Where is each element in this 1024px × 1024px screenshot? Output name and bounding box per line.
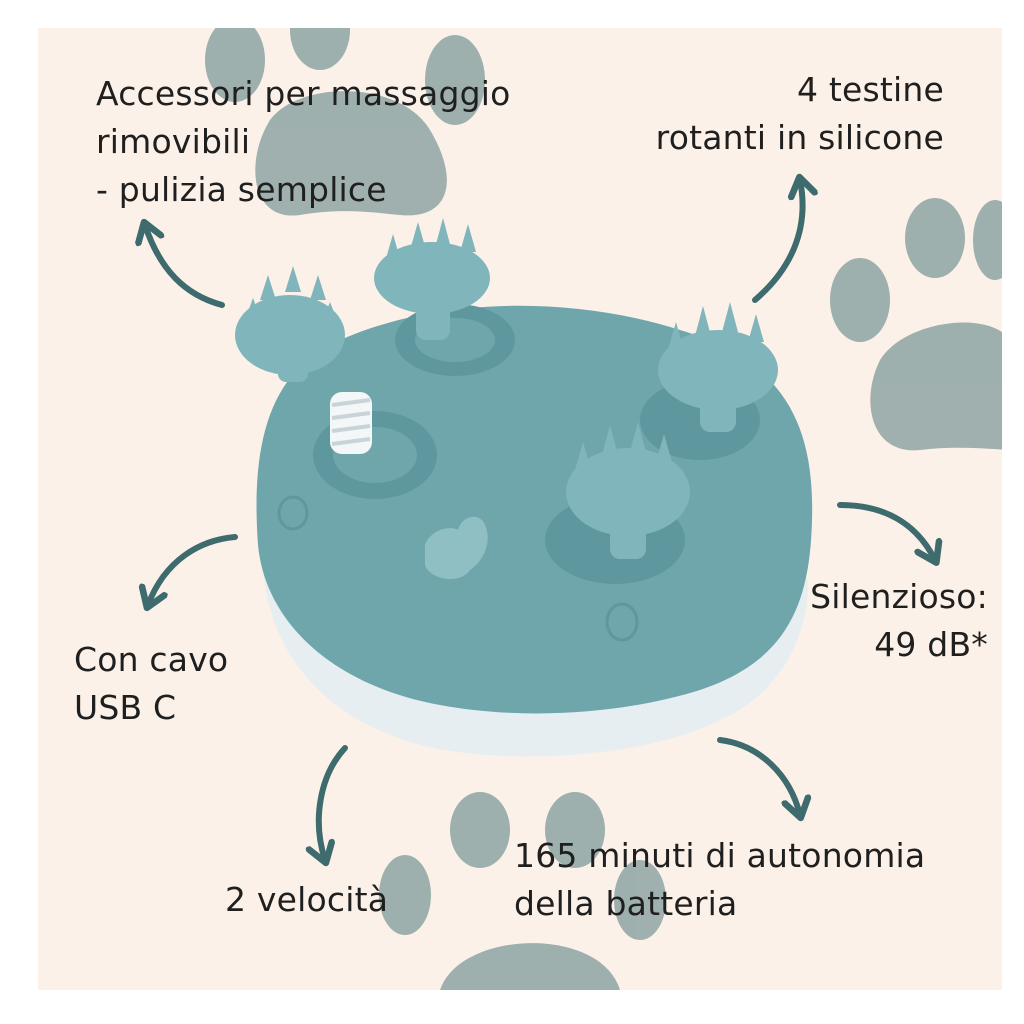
feature-line: Con cavo xyxy=(74,640,229,679)
feature-battery: 165 minuti di autonomia della batteria xyxy=(514,832,925,928)
feature-line: - pulizia semplice xyxy=(96,170,387,209)
brush-head-icon xyxy=(658,302,778,432)
feature-line: USB C xyxy=(74,688,177,727)
massager-device xyxy=(256,304,813,757)
feature-accessories: Accessori per massaggio rimovibili - pul… xyxy=(96,70,511,214)
brush-head-icon xyxy=(374,218,490,340)
feature-line: 2 velocità xyxy=(225,880,389,919)
paw-print-icon xyxy=(379,792,666,990)
arrow-speeds xyxy=(319,745,348,860)
paw-print-icon xyxy=(205,28,485,216)
feature-line: 4 testine xyxy=(796,70,944,109)
feature-line: rimovibili xyxy=(96,122,251,161)
feature-line: 49 dB* xyxy=(874,625,988,664)
feature-line: Accessori per massaggio xyxy=(96,74,511,113)
arrow-heads xyxy=(752,180,803,303)
feature-speeds: 2 velocità xyxy=(225,876,388,924)
feature-line: rotanti in silicone xyxy=(655,118,944,157)
brush-head-icon xyxy=(566,422,690,559)
feature-line: 165 minuti di autonomia xyxy=(514,836,926,875)
arrow-cable xyxy=(148,534,238,605)
paw-print-icon xyxy=(830,198,1002,451)
arrow-silent xyxy=(837,502,935,560)
feature-heads: 4 testine rotanti in silicone xyxy=(656,66,944,162)
feature-cable: Con cavo USB C xyxy=(74,636,228,732)
arrow-accessories xyxy=(145,225,225,308)
threaded-post xyxy=(330,392,372,454)
brush-heads xyxy=(235,218,778,559)
feature-line: Silenzioso: xyxy=(810,577,988,616)
feature-silent: Silenzioso: 49 dB* xyxy=(810,573,988,669)
brush-head-icon xyxy=(235,266,345,382)
arrow-battery xyxy=(717,737,800,815)
feature-line: della batteria xyxy=(514,884,738,923)
